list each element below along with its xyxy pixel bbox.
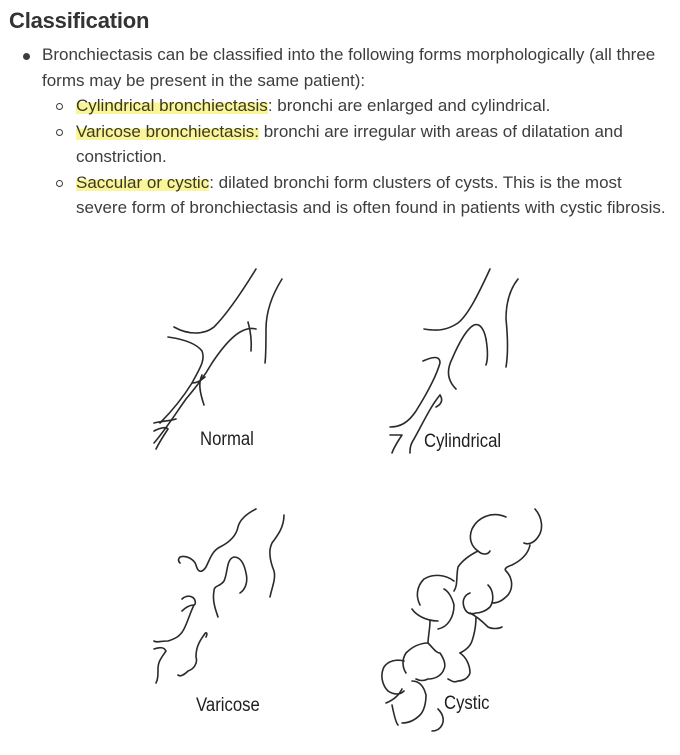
varicose-bronchi-illustration (153, 508, 285, 684)
cystic-bronchi-illustration (381, 508, 543, 732)
bronchiectasis-diagram: Normal Cylindrical Varicose Cystic (0, 255, 680, 755)
cylindrical-bronchi-illustration (389, 268, 519, 454)
form-item-saccular: Saccular or cystic: dilated bronchi form… (0, 170, 680, 221)
label-normal: Normal (200, 429, 254, 450)
form-description: bronchi are enlarged and cylindrical. (272, 96, 551, 115)
label-cystic: Cystic (444, 693, 490, 714)
form-item-varicose: Varicose bronchiectasis: bronchi are irr… (0, 119, 680, 170)
normal-bronchi-illustration (153, 268, 283, 450)
bullet-circle-icon (56, 103, 63, 110)
intro-bullet: Bronchiectasis can be classified into th… (0, 42, 680, 93)
form-term-highlight: Varicose bronchiectasis: (76, 121, 259, 141)
form-item-cylindrical: Cylindrical bronchiectasis: bronchi are … (0, 93, 680, 119)
intro-text: Bronchiectasis can be classified into th… (42, 45, 656, 90)
form-separator: : (209, 172, 214, 192)
section-heading: Classification (9, 8, 150, 33)
form-separator: : (267, 96, 273, 115)
label-varicose: Varicose (196, 695, 260, 716)
label-cylindrical: Cylindrical (424, 431, 502, 452)
bullet-circle-icon (56, 179, 63, 187)
bullet-circle-icon (56, 128, 63, 136)
bullet-dot-icon (23, 53, 30, 60)
form-description: dilated bronchi form clusters of cysts. … (76, 172, 666, 218)
form-term-highlight: Saccular or cystic (76, 172, 210, 192)
form-term-highlight: Cylindrical bronchiectasis (76, 96, 268, 115)
classification-list: Bronchiectasis can be classified into th… (0, 42, 680, 221)
form-description: bronchi are irregular with areas of dila… (76, 121, 623, 167)
